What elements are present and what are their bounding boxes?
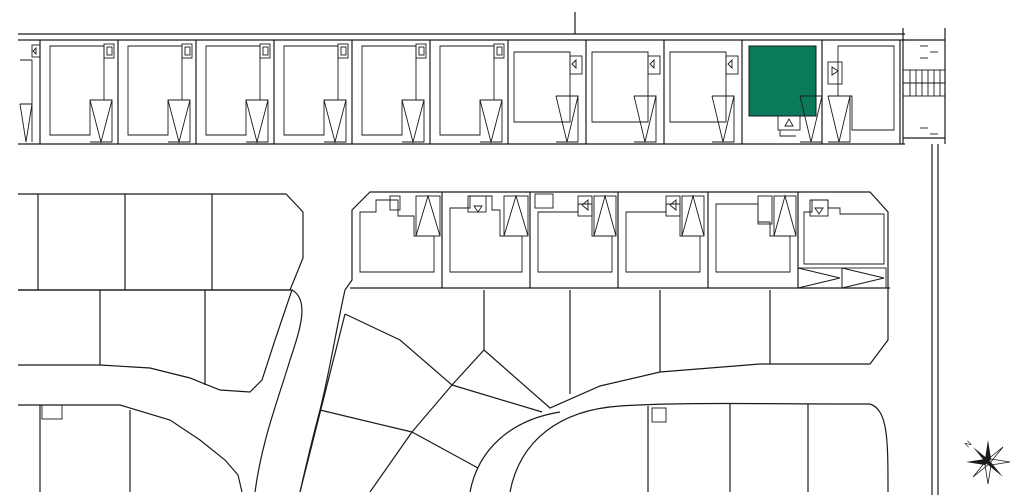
lot-4 [205,40,275,144]
stair-block [902,28,946,495]
lot-1 [19,40,41,144]
lot-11-selected[interactable] [748,40,823,144]
lot-10 [669,40,743,144]
middle-lot-3 [534,193,617,273]
lot-8 [513,40,587,144]
lot-7 [439,40,509,144]
middle-row-frame [344,191,890,291]
compass-north-label: N [963,439,974,450]
lot-6 [361,40,431,144]
middle-lot-4 [625,194,705,273]
north-row-frame [18,12,905,145]
curved-road [254,289,346,493]
west-block [18,193,304,493]
middle-lot-5 [715,194,797,273]
middle-lot-2 [449,194,529,273]
south-middle-block [299,290,889,493]
lot-9 [591,40,665,144]
lot-5 [283,40,353,144]
lot-12 [827,40,901,144]
compass-rose-icon: N [963,439,1011,485]
lot-2 [49,40,119,144]
middle-lot-1 [359,194,441,273]
lot-3 [127,40,197,144]
middle-lot-6 [797,199,887,289]
